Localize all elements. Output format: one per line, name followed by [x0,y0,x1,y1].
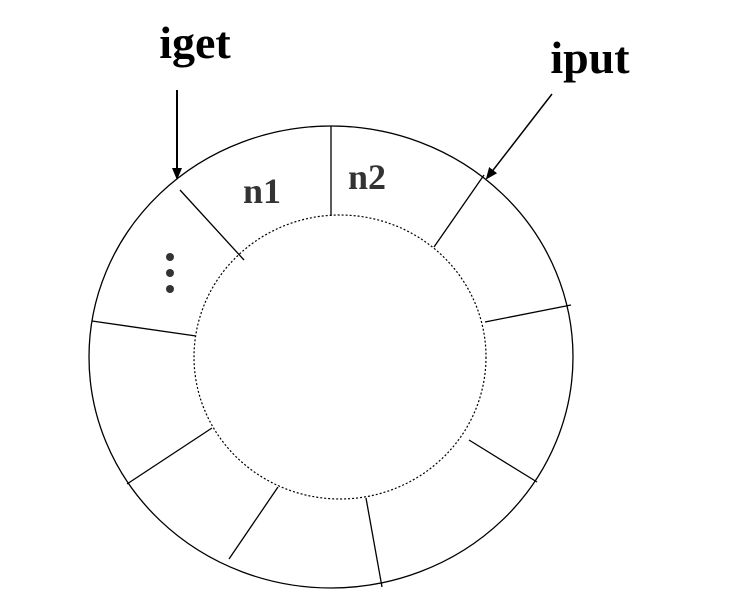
iget-label: iget [159,17,231,68]
slot-divider [228,486,279,560]
buffer-inner-ring [193,214,487,500]
cell-label-n1: n1 [243,171,281,211]
iput-label: iput [550,32,630,83]
slot-dividers [91,126,572,588]
slot-divider [179,189,245,261]
slot-divider [468,439,538,483]
cell-label-n2: n2 [348,157,386,197]
slot-divider [126,427,213,485]
slot-divider [433,174,485,248]
slot-divider [484,304,572,323]
slot-divider [91,320,197,337]
slot-divider [365,497,383,588]
iput-arrow [485,93,553,180]
ellipsis-dots-icon [166,253,174,293]
